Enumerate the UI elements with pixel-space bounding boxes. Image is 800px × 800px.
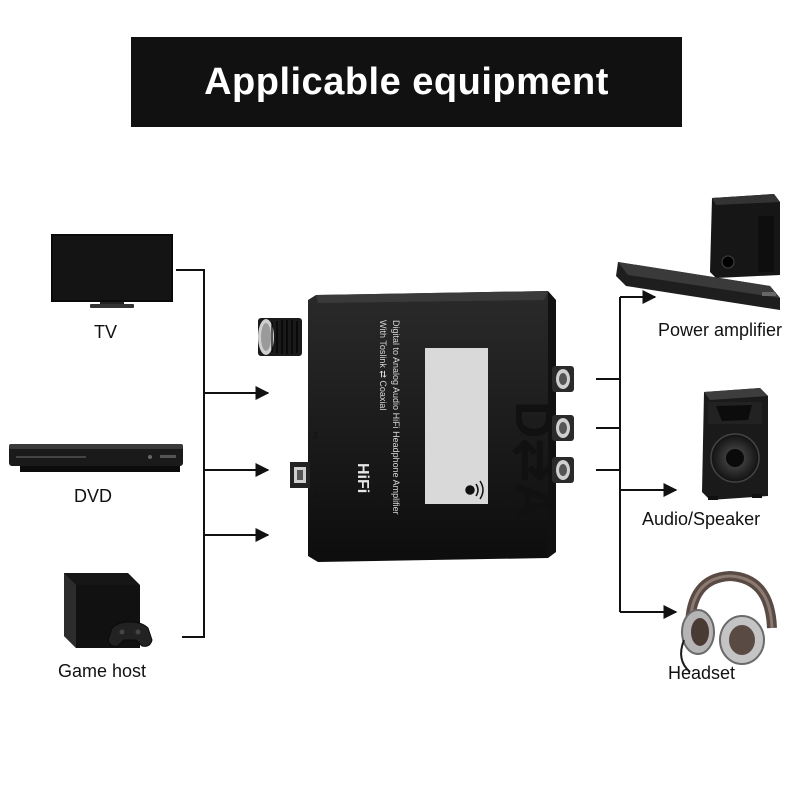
output-label-headset: Headset [668,663,736,683]
hifi-badge: HiFi [354,463,371,493]
rca-output-port-1 [552,366,574,392]
port-number-3: 3 [313,431,318,440]
tv-icon [51,234,173,308]
volume-knob [258,318,302,356]
dac-converter-device: Digital to Analog Audio HiFi Headphone A… [258,291,574,562]
page-title: Applicable equipment [204,60,609,103]
speaker-icon [702,388,768,500]
optical-input-port [290,462,310,488]
input-bus-line [176,269,205,638]
title-banner: Applicable equipment [131,37,682,127]
source-label-tv: TV [94,322,118,342]
rca-output-port-3 [552,457,574,483]
source-label-dvd: DVD [74,486,113,506]
dvd-player-icon [9,444,183,472]
soundbar-subwoofer-icon [616,194,780,310]
rca-output-port-2 [552,415,574,441]
game-console-icon [64,573,153,648]
device-description-line2: With Toslink ⇄ Coaxial [378,320,388,410]
device-description-line1: Digital to Analog Audio HiFi Headphone A… [391,320,401,515]
output-connection-lines [596,290,678,619]
port-number-4: 4 [313,491,318,500]
input-connection-lines [176,269,270,638]
output-label-audio-speaker: Audio/Speaker [642,509,761,529]
source-label-game-host: Game host [58,661,147,681]
sound-wave-icon [465,480,484,500]
output-label-power-amplifier: Power amplifier [658,320,783,340]
headphones-icon [680,570,777,673]
